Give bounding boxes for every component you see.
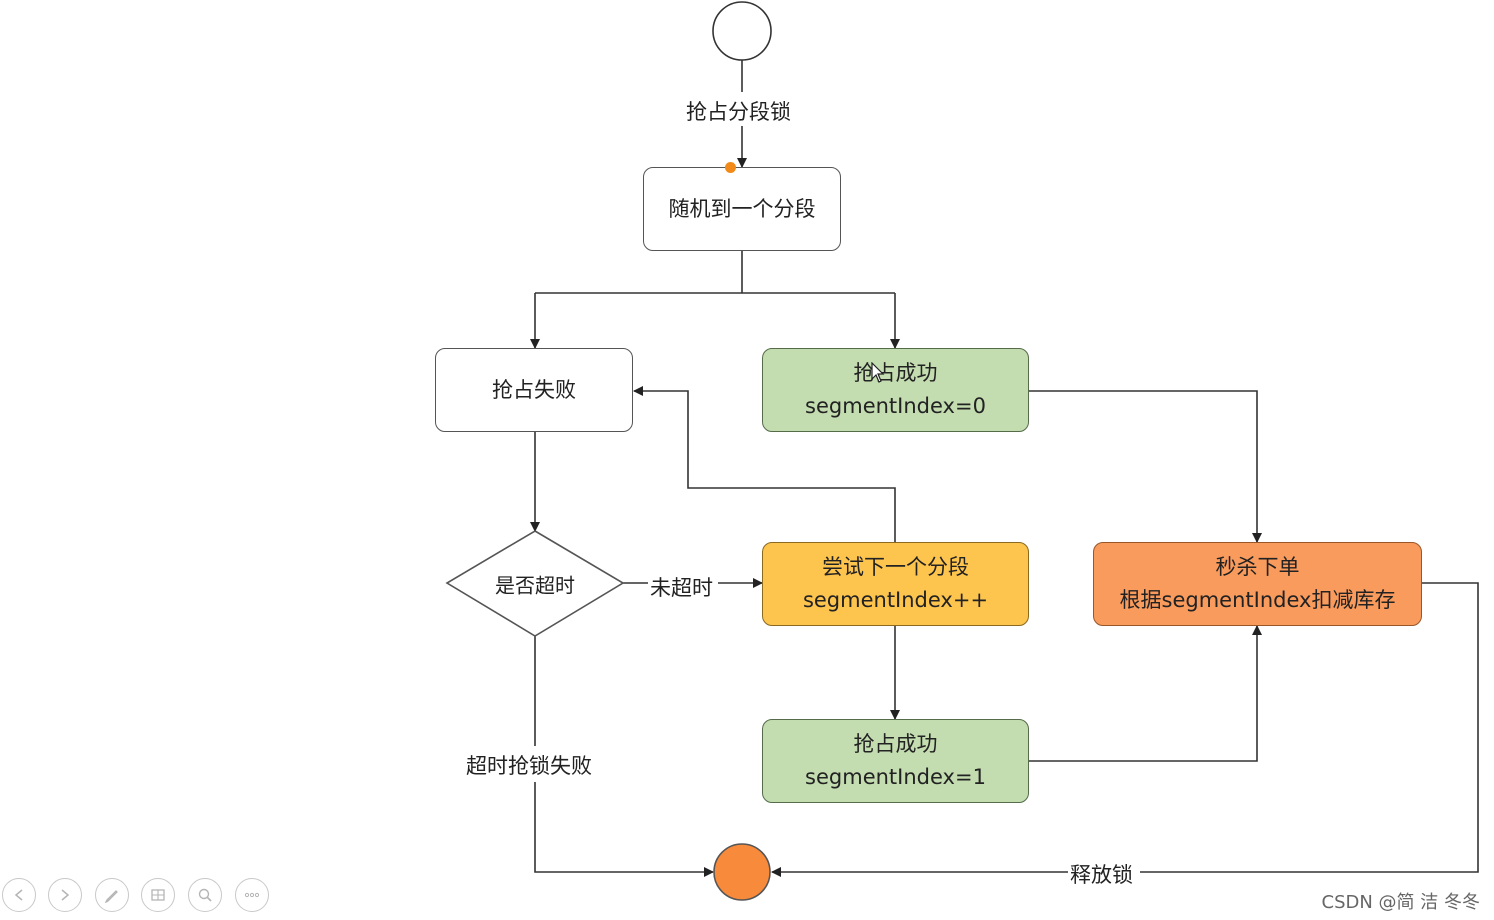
success-segment0-node: 抢占成功 segmentIndex=0 — [762, 348, 1029, 432]
random-segment-label: 随机到一个分段 — [668, 196, 816, 221]
seckill-order-node: 秒杀下单 根据segmentIndex扣减库存 — [1093, 542, 1422, 626]
start-node — [712, 1, 772, 61]
random-segment-node: 随机到一个分段 — [643, 167, 841, 251]
seckill-title: 秒杀下单 — [1215, 555, 1300, 579]
edge-success0-to-seckill — [1029, 390, 1262, 543]
seckill-desc: 根据segmentIndex扣减库存 — [1119, 588, 1396, 612]
edge-label-release-lock: 释放锁 — [1068, 859, 1135, 889]
success1-index: segmentIndex=1 — [805, 765, 986, 789]
grab-failed-node: 抢占失败 — [435, 348, 633, 432]
end-node — [713, 843, 771, 901]
success-segment1-node: 抢占成功 segmentIndex=1 — [762, 719, 1029, 803]
zoom-icon[interactable] — [188, 878, 222, 912]
presentation-toolbar — [0, 876, 280, 916]
edge-label-not-timeout: 未超时 — [648, 572, 715, 602]
edge-seckill-release — [772, 582, 1479, 872]
mouse-cursor-icon — [871, 362, 885, 383]
edge-try-to-failed — [633, 386, 896, 542]
try-next-segment-node: 尝试下一个分段 segmentIndex++ — [762, 542, 1029, 626]
success0-title: 抢占成功 — [853, 361, 938, 385]
edge-label-timeout-fail: 超时抢锁失败 — [464, 750, 594, 780]
next-icon[interactable] — [48, 878, 82, 912]
timeout-decision-label: 是否超时 — [495, 573, 575, 598]
marker-dot — [725, 162, 736, 173]
try-next-index: segmentIndex++ — [802, 588, 989, 612]
edge-random-split — [535, 251, 895, 294]
timeout-decision-shape — [445, 530, 625, 637]
watermark: CSDN @简 洁 冬冬 — [1321, 892, 1480, 913]
try-next-title: 尝试下一个分段 — [822, 555, 969, 579]
success1-title: 抢占成功 — [853, 732, 938, 756]
grab-failed-label: 抢占失败 — [492, 377, 576, 402]
edge-timeout-to-end — [534, 636, 713, 872]
slides-grid-icon[interactable] — [141, 878, 175, 912]
success0-index: segmentIndex=0 — [805, 394, 986, 418]
more-icon[interactable] — [235, 878, 269, 912]
prev-icon[interactable] — [2, 878, 36, 912]
edge-label-grab-lock: 抢占分段锁 — [684, 96, 793, 126]
edge-success1-to-seckill — [1029, 625, 1262, 762]
pen-icon[interactable] — [95, 878, 129, 912]
